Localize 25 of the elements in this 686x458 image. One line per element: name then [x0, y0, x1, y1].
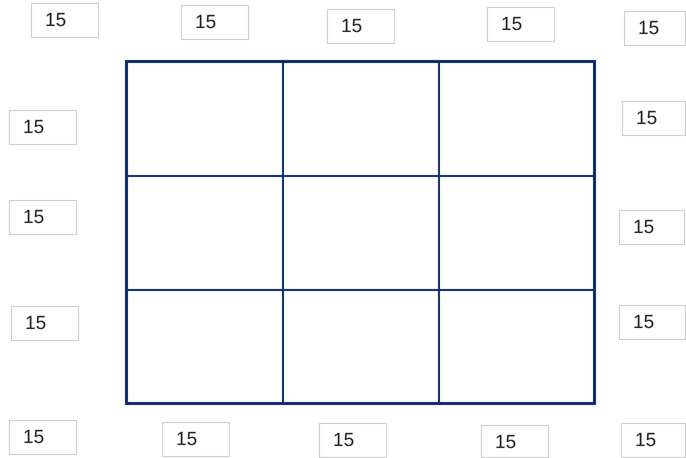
grid-cell	[282, 176, 438, 290]
sum-label: 15	[619, 305, 686, 340]
grid-cell	[282, 60, 438, 176]
sum-label: 15	[619, 210, 685, 245]
grid-cell	[125, 176, 282, 290]
sum-label: 15	[624, 11, 686, 46]
sum-label: 15	[9, 110, 77, 145]
grid-cell	[438, 176, 596, 290]
sum-label: 15	[9, 200, 77, 235]
grid-cell	[438, 290, 596, 405]
sum-label: 15	[162, 422, 230, 457]
sum-label: 15	[181, 5, 249, 40]
sum-label: 15	[487, 7, 555, 42]
grid-cell	[125, 60, 282, 176]
sum-label: 15	[327, 9, 395, 44]
sum-label: 15	[9, 420, 77, 455]
sum-label: 15	[319, 423, 387, 458]
grid-cell	[438, 60, 596, 176]
sum-label: 15	[31, 3, 99, 38]
sum-label: 15	[621, 423, 686, 458]
sum-label: 15	[622, 101, 686, 136]
grid-cell	[125, 290, 282, 405]
sum-label: 15	[481, 425, 549, 458]
grid-cell	[282, 290, 438, 405]
sum-label: 15	[11, 306, 79, 341]
